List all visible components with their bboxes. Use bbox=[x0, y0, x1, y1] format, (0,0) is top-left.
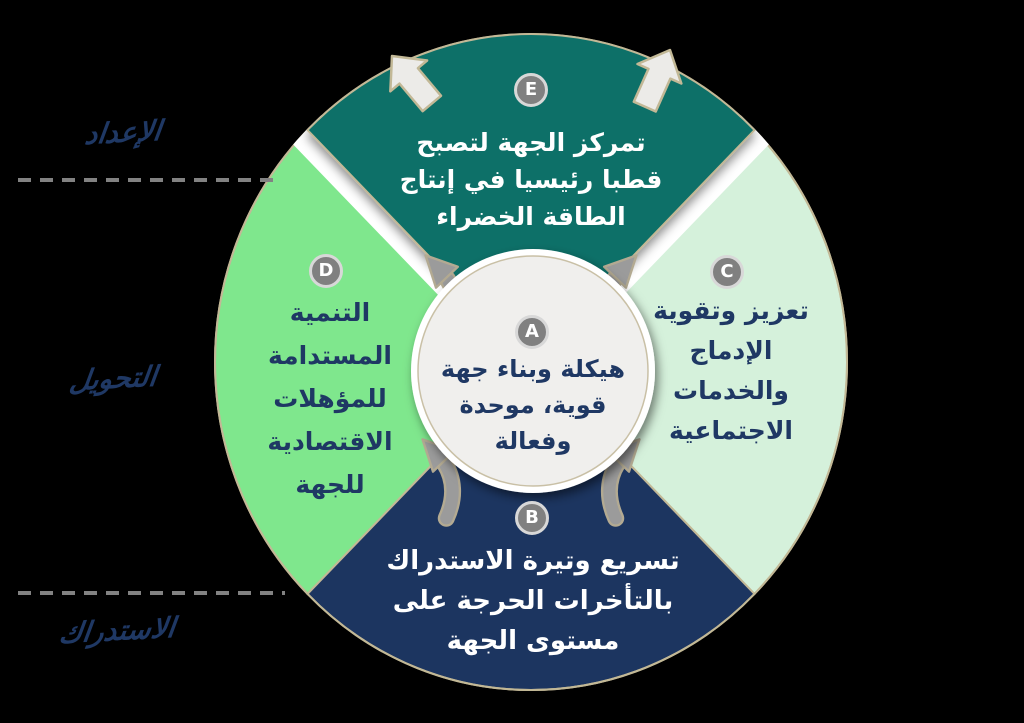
center-circle bbox=[417, 255, 649, 487]
sector-right-text: تعزيز وتقوية الإدماج والخدمات الاجتماعية bbox=[621, 291, 841, 451]
text-line: هيكلة وبناء جهة bbox=[440, 355, 626, 383]
sector-top-shape bbox=[306, 32, 756, 364]
text-line: وفعالة bbox=[494, 427, 572, 455]
text-line: تعزيز وتقوية bbox=[653, 296, 809, 325]
phase-label-transformation: التحويل bbox=[67, 359, 159, 398]
phase-divider-top bbox=[18, 178, 275, 182]
center-objective-text: هيكلة وبناء جهة قوية، موحدة وفعالة bbox=[418, 351, 648, 459]
badge-b: B bbox=[515, 501, 549, 535]
sector-left-text: التنمية المستدامة للمؤهلات الاقتصادية لل… bbox=[220, 291, 440, 506]
text-line: مستوى الجهة bbox=[446, 626, 620, 656]
text-line: التنمية bbox=[289, 298, 371, 327]
text-line: للجهة bbox=[295, 470, 365, 499]
text-line: الطاقة الخضراء bbox=[436, 202, 626, 231]
text-line: الاقتصادية bbox=[267, 427, 393, 456]
badge-d: D bbox=[309, 254, 343, 288]
text-line: قوية، موحدة bbox=[459, 391, 607, 419]
text-line: تسريع وتيرة الاستدراك bbox=[386, 546, 680, 576]
phase-label-preparation: الإعداد bbox=[82, 114, 164, 151]
text-line: الاجتماعية bbox=[669, 416, 793, 445]
phase-divider-bottom bbox=[18, 591, 285, 595]
text-line: والخدمات bbox=[673, 376, 789, 405]
badge-e: E bbox=[514, 73, 548, 107]
text-line: الإدماج bbox=[689, 336, 773, 365]
sector-bottom-text: تسريع وتيرة الاستدراك بالتأخرات الحرجة ع… bbox=[323, 541, 743, 661]
badge-a: A bbox=[515, 315, 549, 349]
badge-c: C bbox=[710, 255, 744, 289]
text-line: تمركز الجهة لتصبح bbox=[416, 128, 646, 157]
text-line: قطبا رئيسيا في إنتاج bbox=[399, 165, 663, 194]
text-line: المستدامة bbox=[267, 341, 392, 370]
text-line: بالتأخرات الحرجة على bbox=[392, 586, 674, 616]
sector-top-text: تمركز الجهة لتصبح قطبا رئيسيا في إنتاج ا… bbox=[356, 124, 706, 235]
text-line: للمؤهلات bbox=[273, 384, 387, 413]
